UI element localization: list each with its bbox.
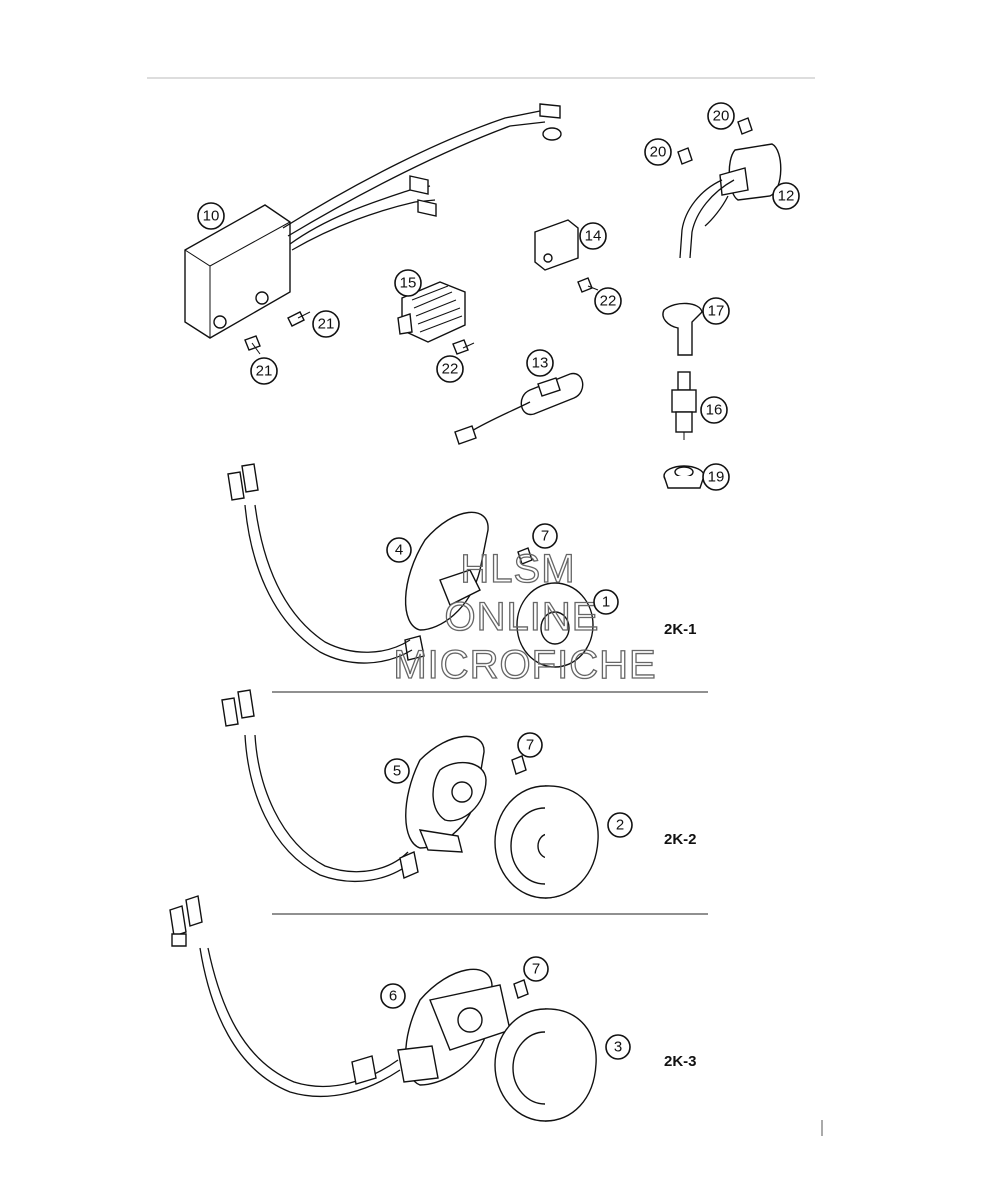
- callout-1: 1: [593, 589, 619, 615]
- callout-20-a: 20: [707, 102, 735, 130]
- callout-2: 2: [607, 812, 633, 838]
- callout-20-b: 20: [644, 138, 672, 166]
- svg-text:17: 17: [708, 303, 725, 320]
- svg-text:16: 16: [706, 402, 723, 419]
- svg-text:10: 10: [203, 208, 220, 225]
- svg-text:22: 22: [442, 361, 459, 378]
- watermark: HLSM ONLINE MICROFICHE: [393, 546, 657, 687]
- stator-4: [404, 511, 489, 661]
- svg-text:22: 22: [600, 293, 617, 310]
- flywheel-2: [494, 785, 599, 899]
- screw-20-a: [737, 117, 753, 135]
- callout-21-b: 21: [250, 357, 278, 385]
- callout-4: 4: [386, 537, 412, 563]
- svg-text:5: 5: [393, 763, 401, 780]
- stator-4-wire: [227, 463, 413, 664]
- svg-text:2: 2: [616, 817, 624, 834]
- stator-5-wire: [221, 689, 419, 883]
- flywheel-1: [516, 582, 594, 668]
- stator-5: [405, 735, 487, 853]
- callout-14: 14: [579, 222, 607, 250]
- svg-text:7: 7: [526, 737, 534, 754]
- grommet-19: [663, 465, 705, 489]
- svg-text:21: 21: [256, 363, 273, 380]
- cdi-unit: [184, 103, 562, 339]
- svg-text:7: 7: [541, 528, 549, 545]
- svg-text:6: 6: [389, 988, 397, 1005]
- svg-text:21: 21: [318, 316, 335, 333]
- screw-7-b: [511, 755, 527, 775]
- watermark-line3: MICROFICHE: [393, 643, 656, 687]
- callout-12: 12: [772, 182, 800, 210]
- callout-17: 17: [702, 297, 730, 325]
- svg-text:12: 12: [778, 188, 795, 205]
- callout-7-b: 7: [517, 732, 543, 758]
- callout-22-a: 22: [436, 355, 464, 383]
- sensor-13: [454, 372, 584, 445]
- svg-text:14: 14: [585, 228, 602, 245]
- svg-text:4: 4: [395, 542, 403, 559]
- svg-text:19: 19: [708, 469, 725, 486]
- callout-7-a: 7: [532, 523, 558, 549]
- screw-21-b: [244, 335, 261, 355]
- variant-label-2k1: 2K-1: [664, 621, 697, 638]
- screw-22-a: [452, 339, 475, 355]
- callout-16: 16: [700, 396, 728, 424]
- callout-19: 19: [702, 463, 730, 491]
- voltage-regulator: [397, 281, 466, 343]
- svg-text:3: 3: [614, 1039, 622, 1056]
- stator-6: [397, 968, 511, 1086]
- screw-20-b: [677, 147, 693, 165]
- svg-text:15: 15: [400, 275, 417, 292]
- screw-21-a: [287, 311, 311, 327]
- svg-text:20: 20: [713, 108, 730, 125]
- callout-21-a: 21: [312, 310, 340, 338]
- spark-plug-cap: [662, 302, 703, 356]
- flywheel-3: [494, 1008, 597, 1122]
- svg-text:7: 7: [532, 961, 540, 978]
- stator-6-wire: [169, 895, 401, 1098]
- variant-label-2k2: 2K-2: [664, 831, 697, 848]
- ignition-coil: [679, 143, 782, 259]
- callout-3: 3: [605, 1034, 631, 1060]
- screw-7-c: [513, 979, 529, 999]
- screw-22-b: [577, 277, 599, 293]
- svg-text:20: 20: [650, 144, 667, 161]
- watermark-line1: HLSM: [460, 547, 575, 591]
- variant-label-2k3: 2K-3: [664, 1053, 697, 1070]
- watermark-line2: ONLINE: [445, 595, 600, 639]
- spark-plug: [671, 371, 697, 440]
- callout-7-c: 7: [523, 956, 549, 982]
- callout-15: 15: [394, 269, 422, 297]
- callout-10: 10: [197, 202, 225, 230]
- callout-6: 6: [380, 983, 406, 1009]
- screw-7-a: [517, 547, 533, 565]
- svg-text:13: 13: [532, 355, 549, 372]
- callout-5: 5: [384, 758, 410, 784]
- svg-text:1: 1: [602, 594, 610, 611]
- callout-13: 13: [526, 349, 554, 377]
- callout-22-b: 22: [594, 287, 622, 315]
- bracket-14: [534, 219, 579, 271]
